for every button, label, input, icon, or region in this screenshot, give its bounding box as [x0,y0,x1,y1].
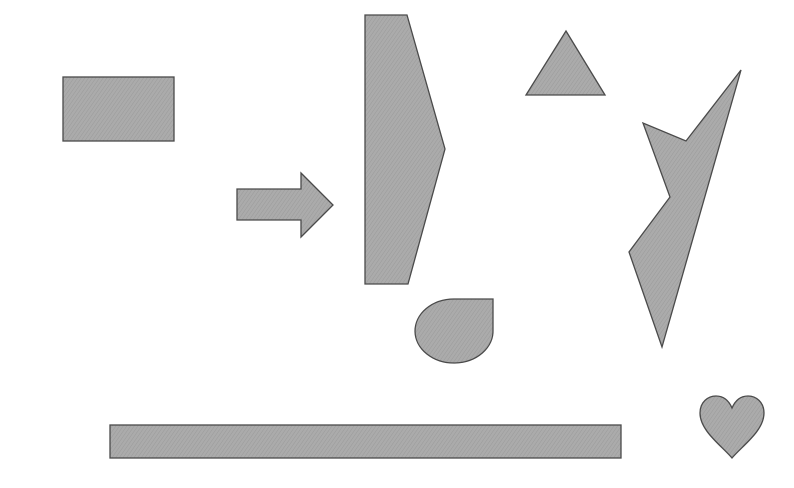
triangle-shape [524,29,607,96]
right-arrow-shape [236,171,334,239]
pentagon-shape [364,14,446,285]
irregular-polygon-shape [628,69,742,350]
heart-shape [699,395,765,460]
rectangle-shape [62,76,175,142]
long-bar-shape [109,424,622,459]
teardrop-shape [414,298,494,364]
